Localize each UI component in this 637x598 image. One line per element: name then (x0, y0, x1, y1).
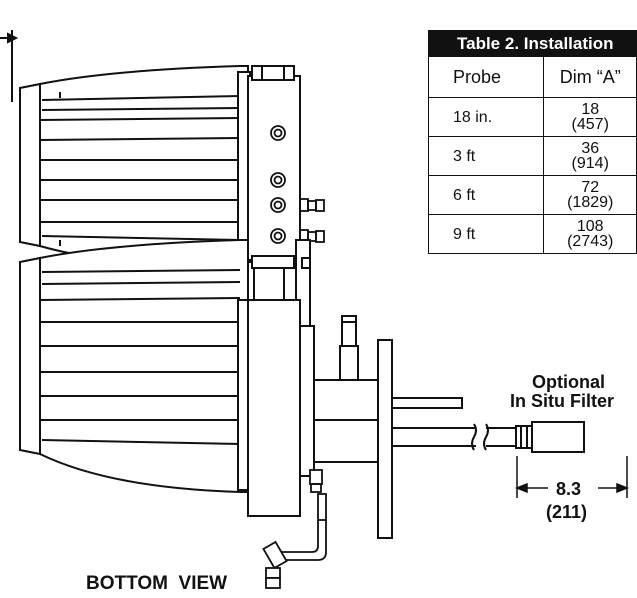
view-label: BOTTOM VIEW (86, 573, 228, 594)
table-clip: Table 2. Installation Probe Dim “A” 18 i… (428, 0, 637, 300)
probe-cell: 6 ft (428, 175, 545, 215)
dim-in: 18 (581, 101, 600, 118)
dim-cell: 72(1829) (543, 175, 637, 215)
table-row: 6 ft 72(1829) (428, 175, 637, 215)
dim-cell: 36(914) (543, 136, 637, 176)
dim-in: 36 (581, 140, 600, 157)
probe-flange-assembly (299, 315, 585, 539)
probe-cell: 3 ft (428, 136, 545, 176)
table-title: Table 2. Installation (428, 30, 637, 57)
filter-dimension (514, 456, 630, 498)
header-probe: Probe (428, 56, 545, 98)
table-row: 3 ft 36(914) (428, 136, 637, 176)
dim-a-bracket (0, 30, 19, 102)
optional-label: Optional (532, 372, 605, 392)
dim-in: 108 (576, 218, 604, 235)
dim-cell: 18(457) (543, 97, 637, 137)
fittings (270, 125, 325, 244)
dim-mm: (1829) (567, 194, 614, 211)
upper-enclosure (19, 65, 301, 271)
dim-in: 72 (581, 179, 600, 196)
filter-dim-mm: (211) (546, 502, 588, 522)
dim-mm: (457) (571, 116, 609, 133)
header-dim-a: Dim “A” (543, 56, 637, 98)
probe-cell: 18 in. (428, 97, 545, 137)
probe-cell: 9 ft (428, 214, 545, 254)
in-situ-filter-label: In Situ Filter (510, 391, 615, 411)
lower-enclosure (19, 239, 301, 517)
installation-table: Table 2. Installation Probe Dim “A” 18 i… (428, 30, 637, 254)
table-row: 9 ft 108(2743) (428, 214, 637, 254)
drain-tubing (262, 469, 327, 589)
filter-dim-inches: 8.3 (556, 479, 582, 499)
dim-cell: 108(2743) (543, 214, 637, 254)
table-row: 18 in. 18(457) (428, 97, 637, 137)
dim-mm: (2743) (567, 233, 614, 250)
dim-mm: (914) (571, 155, 609, 172)
